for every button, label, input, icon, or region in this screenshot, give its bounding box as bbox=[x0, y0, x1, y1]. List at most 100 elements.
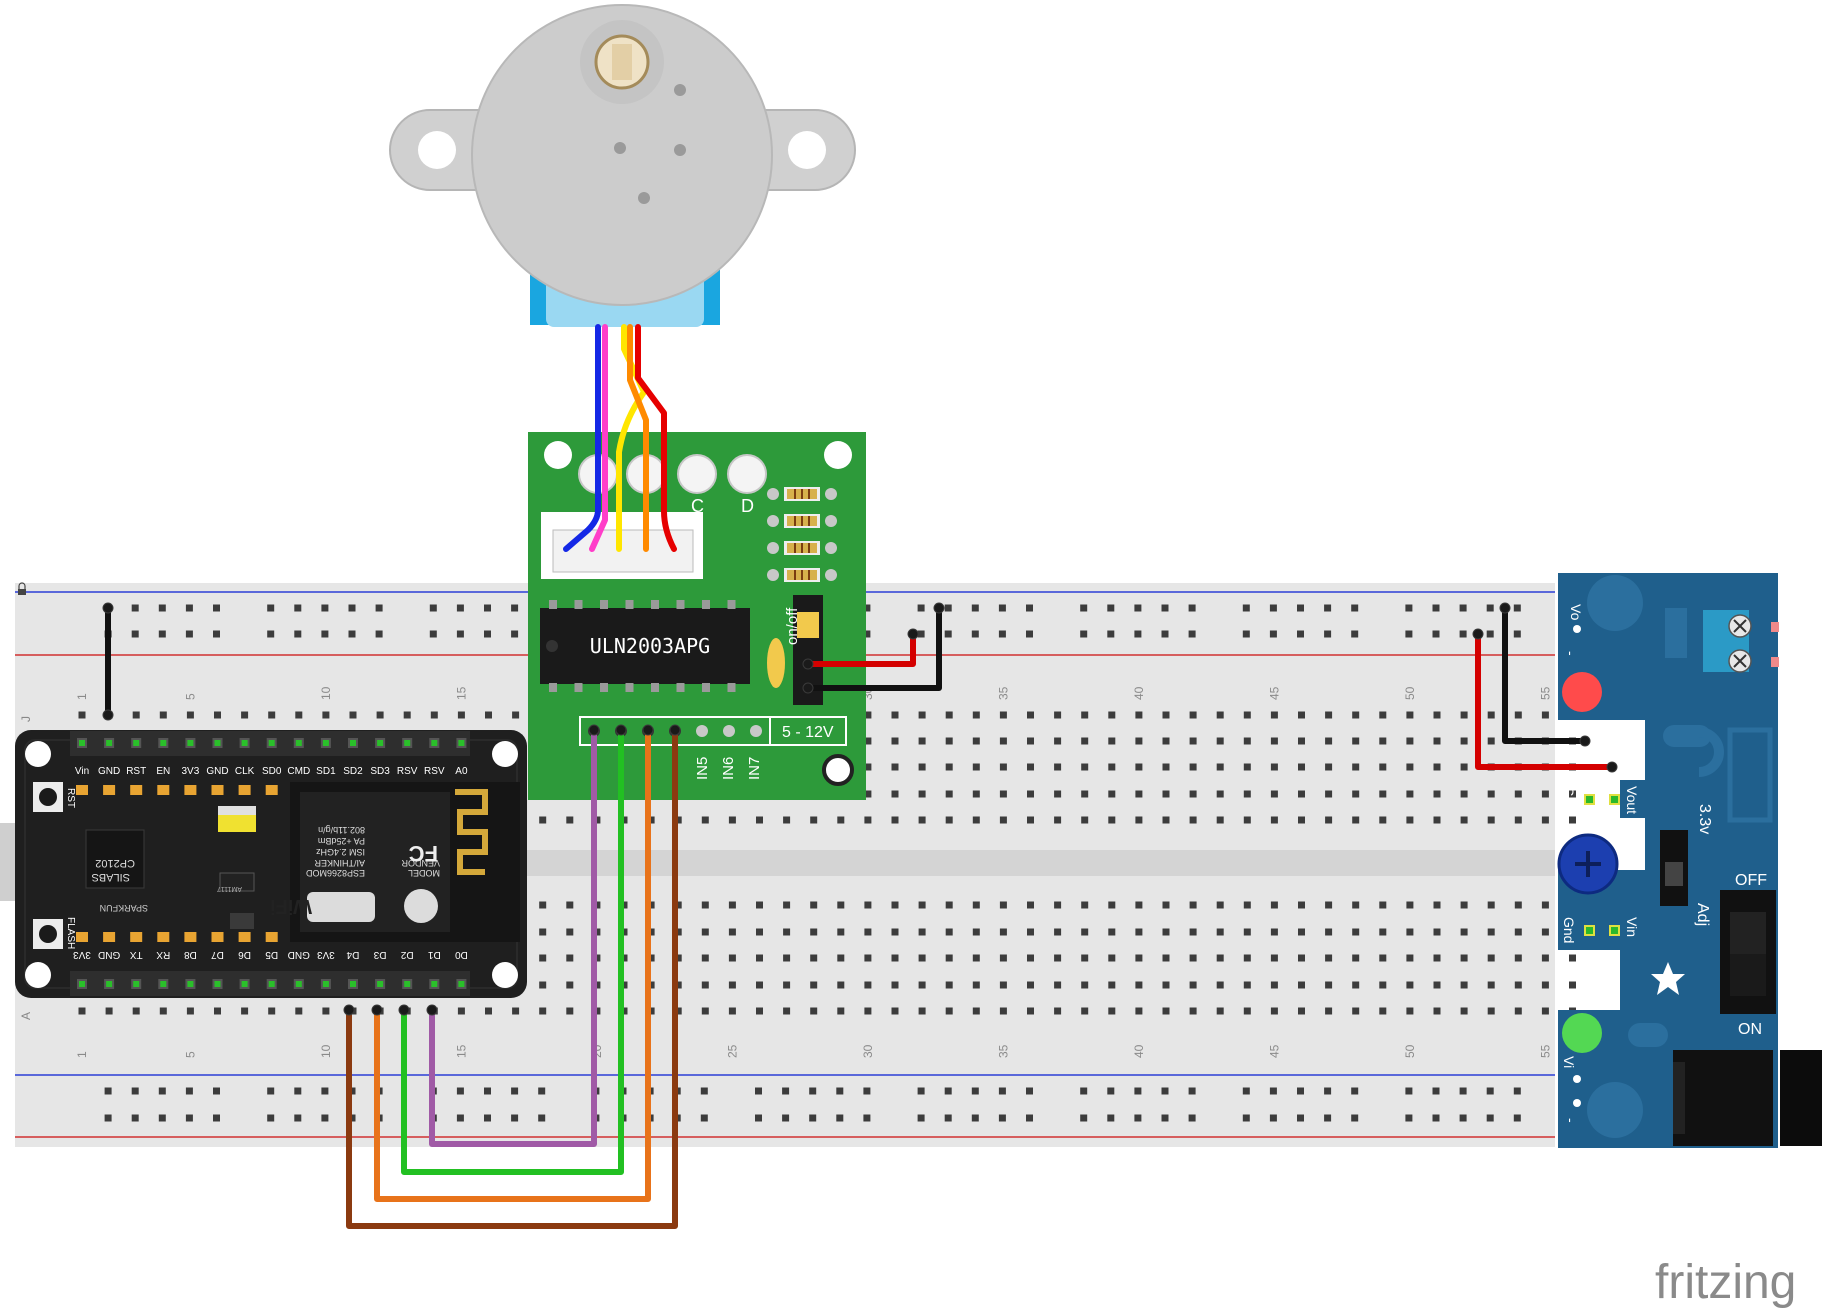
rail-hole[interactable] bbox=[863, 604, 871, 612]
rail-hole[interactable] bbox=[348, 630, 356, 638]
rail-hole[interactable] bbox=[484, 1087, 491, 1095]
terminal-hole[interactable] bbox=[1569, 954, 1576, 962]
terminal-hole[interactable] bbox=[1243, 1007, 1251, 1015]
terminal-hole[interactable] bbox=[1514, 790, 1522, 798]
terminal-hole[interactable] bbox=[1270, 1007, 1278, 1015]
terminal-hole[interactable] bbox=[1054, 981, 1062, 989]
rail-hole[interactable] bbox=[456, 1114, 464, 1122]
terminal-hole[interactable] bbox=[1216, 954, 1224, 962]
terminal-hole[interactable] bbox=[837, 981, 845, 989]
terminal-hole[interactable] bbox=[1433, 737, 1441, 745]
terminal-hole[interactable] bbox=[1325, 790, 1333, 798]
terminal-hole[interactable] bbox=[1514, 711, 1522, 719]
input-pin[interactable] bbox=[696, 725, 708, 737]
terminal-hole[interactable] bbox=[701, 928, 709, 936]
terminal-hole[interactable] bbox=[810, 981, 818, 989]
terminal-hole[interactable] bbox=[1189, 763, 1197, 771]
rail-hole[interactable] bbox=[185, 1087, 193, 1095]
rail-hole[interactable] bbox=[131, 604, 139, 612]
terminal-hole[interactable] bbox=[837, 901, 845, 909]
terminal-hole[interactable] bbox=[1243, 763, 1251, 771]
rail-hole[interactable] bbox=[1513, 630, 1521, 638]
rail-hole[interactable] bbox=[971, 1087, 979, 1095]
terminal-hole[interactable] bbox=[1081, 711, 1089, 719]
terminal-hole[interactable] bbox=[1352, 1007, 1360, 1015]
terminal-hole[interactable] bbox=[1027, 711, 1034, 719]
rail-hole[interactable] bbox=[429, 630, 437, 638]
rail-hole[interactable] bbox=[1432, 604, 1440, 612]
terminal-hole[interactable] bbox=[1325, 763, 1333, 771]
terminal-hole[interactable] bbox=[1189, 928, 1197, 936]
terminal-hole[interactable] bbox=[1027, 981, 1034, 989]
rail-hole[interactable] bbox=[998, 604, 1006, 612]
terminal-hole[interactable] bbox=[186, 1007, 194, 1015]
terminal-hole[interactable] bbox=[1081, 790, 1089, 798]
terminal-hole[interactable] bbox=[1352, 981, 1360, 989]
rail-hole[interactable] bbox=[836, 1087, 844, 1095]
terminal-hole[interactable] bbox=[186, 711, 194, 719]
terminal-hole[interactable] bbox=[1054, 1007, 1062, 1015]
terminal-hole[interactable] bbox=[1189, 954, 1197, 962]
terminal-hole[interactable] bbox=[539, 901, 547, 909]
terminal-hole[interactable] bbox=[647, 1007, 655, 1015]
terminal-hole[interactable] bbox=[1135, 928, 1143, 936]
terminal-hole[interactable] bbox=[1298, 816, 1305, 824]
terminal-hole[interactable] bbox=[674, 816, 682, 824]
terminal-hole[interactable] bbox=[1135, 1007, 1143, 1015]
terminal-hole[interactable] bbox=[728, 816, 736, 824]
rail-hole[interactable] bbox=[484, 1114, 491, 1122]
rail-hole[interactable] bbox=[131, 1114, 139, 1122]
terminal-hole[interactable] bbox=[1487, 1007, 1495, 1015]
terminal-hole[interactable] bbox=[783, 901, 791, 909]
rail-hole[interactable] bbox=[348, 604, 356, 612]
wire-endpoint[interactable] bbox=[907, 628, 919, 640]
terminal-hole[interactable] bbox=[1108, 928, 1116, 936]
terminal-hole[interactable] bbox=[1108, 790, 1116, 798]
terminal-hole[interactable] bbox=[1162, 763, 1170, 771]
terminal-hole[interactable] bbox=[1433, 954, 1441, 962]
terminal-hole[interactable] bbox=[756, 954, 763, 962]
terminal-hole[interactable] bbox=[1216, 711, 1224, 719]
rail-hole[interactable] bbox=[294, 630, 302, 638]
terminal-hole[interactable] bbox=[945, 901, 953, 909]
terminal-hole[interactable] bbox=[1135, 711, 1143, 719]
rail-hole[interactable] bbox=[456, 604, 464, 612]
rail-hole[interactable] bbox=[267, 604, 275, 612]
rail-hole[interactable] bbox=[1242, 1087, 1250, 1095]
terminal-hole[interactable] bbox=[837, 928, 845, 936]
terminal-hole[interactable] bbox=[1460, 901, 1468, 909]
terminal-hole[interactable] bbox=[1135, 981, 1143, 989]
rail-hole[interactable] bbox=[1107, 604, 1115, 612]
terminal-hole[interactable] bbox=[1379, 711, 1387, 719]
terminal-hole[interactable] bbox=[1162, 1007, 1170, 1015]
terminal-hole[interactable] bbox=[945, 928, 953, 936]
terminal-hole[interactable] bbox=[1216, 816, 1224, 824]
terminal-hole[interactable] bbox=[1270, 954, 1278, 962]
rail-hole[interactable] bbox=[1026, 1114, 1033, 1122]
terminal-hole[interactable] bbox=[1270, 763, 1278, 771]
rail-hole[interactable] bbox=[1324, 630, 1332, 638]
terminal-hole[interactable] bbox=[1027, 737, 1034, 745]
terminal-hole[interactable] bbox=[1379, 928, 1387, 936]
terminal-hole[interactable] bbox=[566, 981, 574, 989]
terminal-hole[interactable] bbox=[1298, 981, 1305, 989]
terminal-hole[interactable] bbox=[999, 711, 1007, 719]
rail-hole[interactable] bbox=[1351, 604, 1359, 612]
terminal-hole[interactable] bbox=[1433, 981, 1441, 989]
terminal-hole[interactable] bbox=[972, 763, 980, 771]
terminal-hole[interactable] bbox=[241, 711, 249, 719]
terminal-hole[interactable] bbox=[810, 1007, 818, 1015]
terminal-hole[interactable] bbox=[539, 954, 547, 962]
terminal-hole[interactable] bbox=[566, 1007, 574, 1015]
terminal-hole[interactable] bbox=[1569, 816, 1576, 824]
rail-hole[interactable] bbox=[294, 604, 302, 612]
rail-hole[interactable] bbox=[1269, 1087, 1277, 1095]
terminal-hole[interactable] bbox=[810, 901, 818, 909]
rail-hole[interactable] bbox=[1432, 1114, 1440, 1122]
terminal-hole[interactable] bbox=[1325, 981, 1333, 989]
terminal-hole[interactable] bbox=[1243, 711, 1251, 719]
terminal-hole[interactable] bbox=[295, 711, 303, 719]
terminal-hole[interactable] bbox=[485, 1007, 492, 1015]
rail-hole[interactable] bbox=[1080, 1087, 1088, 1095]
terminal-hole[interactable] bbox=[268, 711, 276, 719]
